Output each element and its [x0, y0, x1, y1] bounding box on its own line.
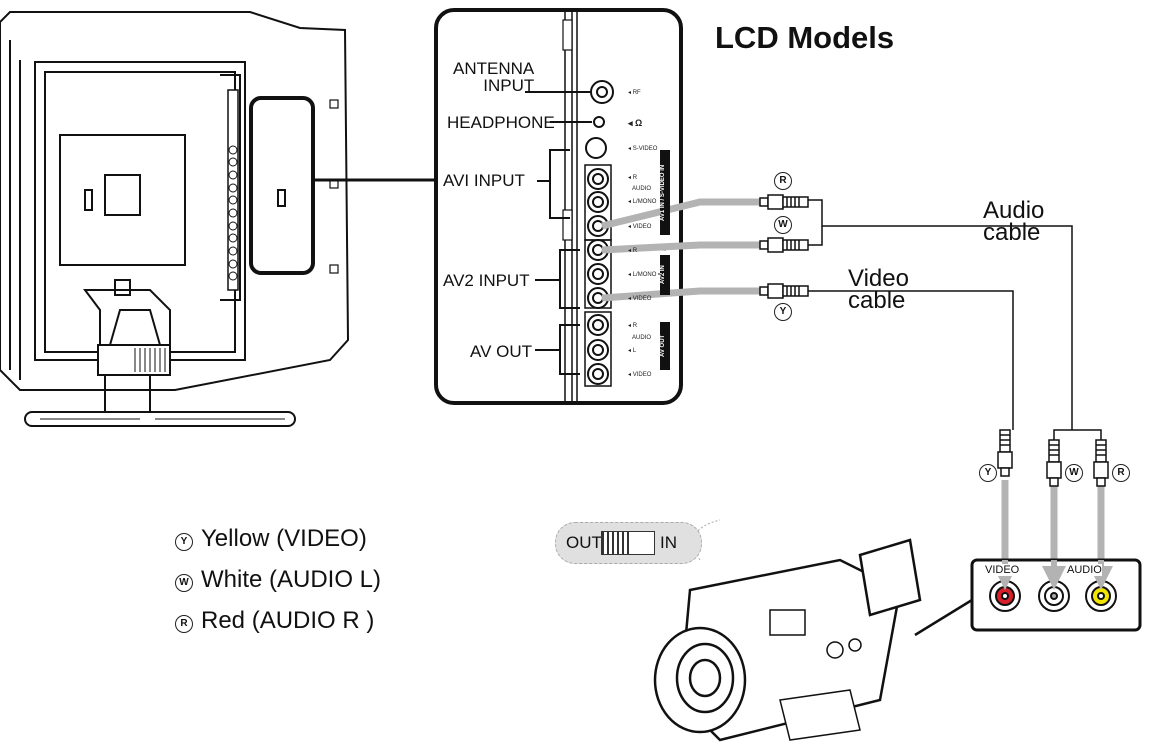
out-in-switch: OUT IN — [555, 522, 702, 564]
avout-audio-port-label: AUDIO — [632, 335, 652, 341]
av2-section-bar: AV2 IN — [660, 255, 670, 295]
switch-slider-icon — [601, 531, 655, 555]
white-plug-marker: W — [774, 216, 792, 234]
audio-cable-label: Audio cable — [983, 197, 1045, 246]
avout-r-port-label: ◂ R — [628, 323, 638, 329]
av1-audio-port-label: AUDIO — [632, 186, 652, 192]
avout-l-port-label: ◂ L — [628, 348, 637, 354]
camcorder — [653, 519, 1142, 742]
switch-out-label: OUT — [566, 533, 602, 552]
white-symbol-icon: W — [175, 574, 193, 592]
av2-lmono-port-label: ◂ L/MONO — [628, 272, 657, 278]
headphone-port-label: ◂ Ω — [628, 118, 643, 128]
rf-port-label: ◂ RF — [628, 90, 641, 96]
camcorder-jacks — [989, 580, 1117, 612]
avout-section-bar: AV OUT — [660, 322, 670, 370]
av1-r-port-label: ◂ R — [628, 175, 638, 181]
yellow-plug-marker: Y — [774, 303, 792, 321]
cable-plugs — [759, 194, 809, 299]
white-plug-marker-right: W — [1065, 464, 1083, 482]
avout-video-port-label: ◂ VIDEO — [628, 372, 652, 378]
yellow-symbol-icon: Y — [175, 533, 193, 551]
av1-video-port-label: ◂ VIDEO — [628, 224, 652, 230]
red-symbol-icon: R — [175, 615, 193, 633]
video-cable-label: Video cable — [848, 265, 909, 314]
yellow-plug-marker-right: Y — [979, 464, 997, 482]
av-out-label: AV OUT — [470, 342, 533, 361]
headphone-label: HEADPHONE — [447, 113, 555, 132]
camcorder-audio-label: AUDIO — [1067, 564, 1102, 576]
s-video-port-label: ◂ S-VIDEO — [628, 146, 658, 152]
av1-lmono-port-label: ◂ L/MONO — [628, 199, 657, 205]
switch-in-label: IN — [660, 533, 677, 552]
av2-input-label: AV2 INPUT — [443, 271, 530, 290]
red-plug-marker-right: R — [1112, 464, 1130, 482]
tv-back-view — [0, 11, 436, 427]
antenna-input-label: ANTENNA INPUT — [453, 59, 535, 95]
av2-video-port-label: ◂ VIDEO — [628, 296, 652, 302]
av2-r-port-label: ◂ R — [628, 248, 638, 254]
av1-section-bar: AV1 IN / S-VIDEO IN — [660, 150, 670, 235]
red-plug-marker: R — [774, 172, 792, 190]
av1-input-label: AVI INPUT — [443, 171, 525, 190]
camcorder-video-label: VIDEO — [985, 564, 1020, 576]
page-title: LCD Models — [715, 20, 895, 55]
